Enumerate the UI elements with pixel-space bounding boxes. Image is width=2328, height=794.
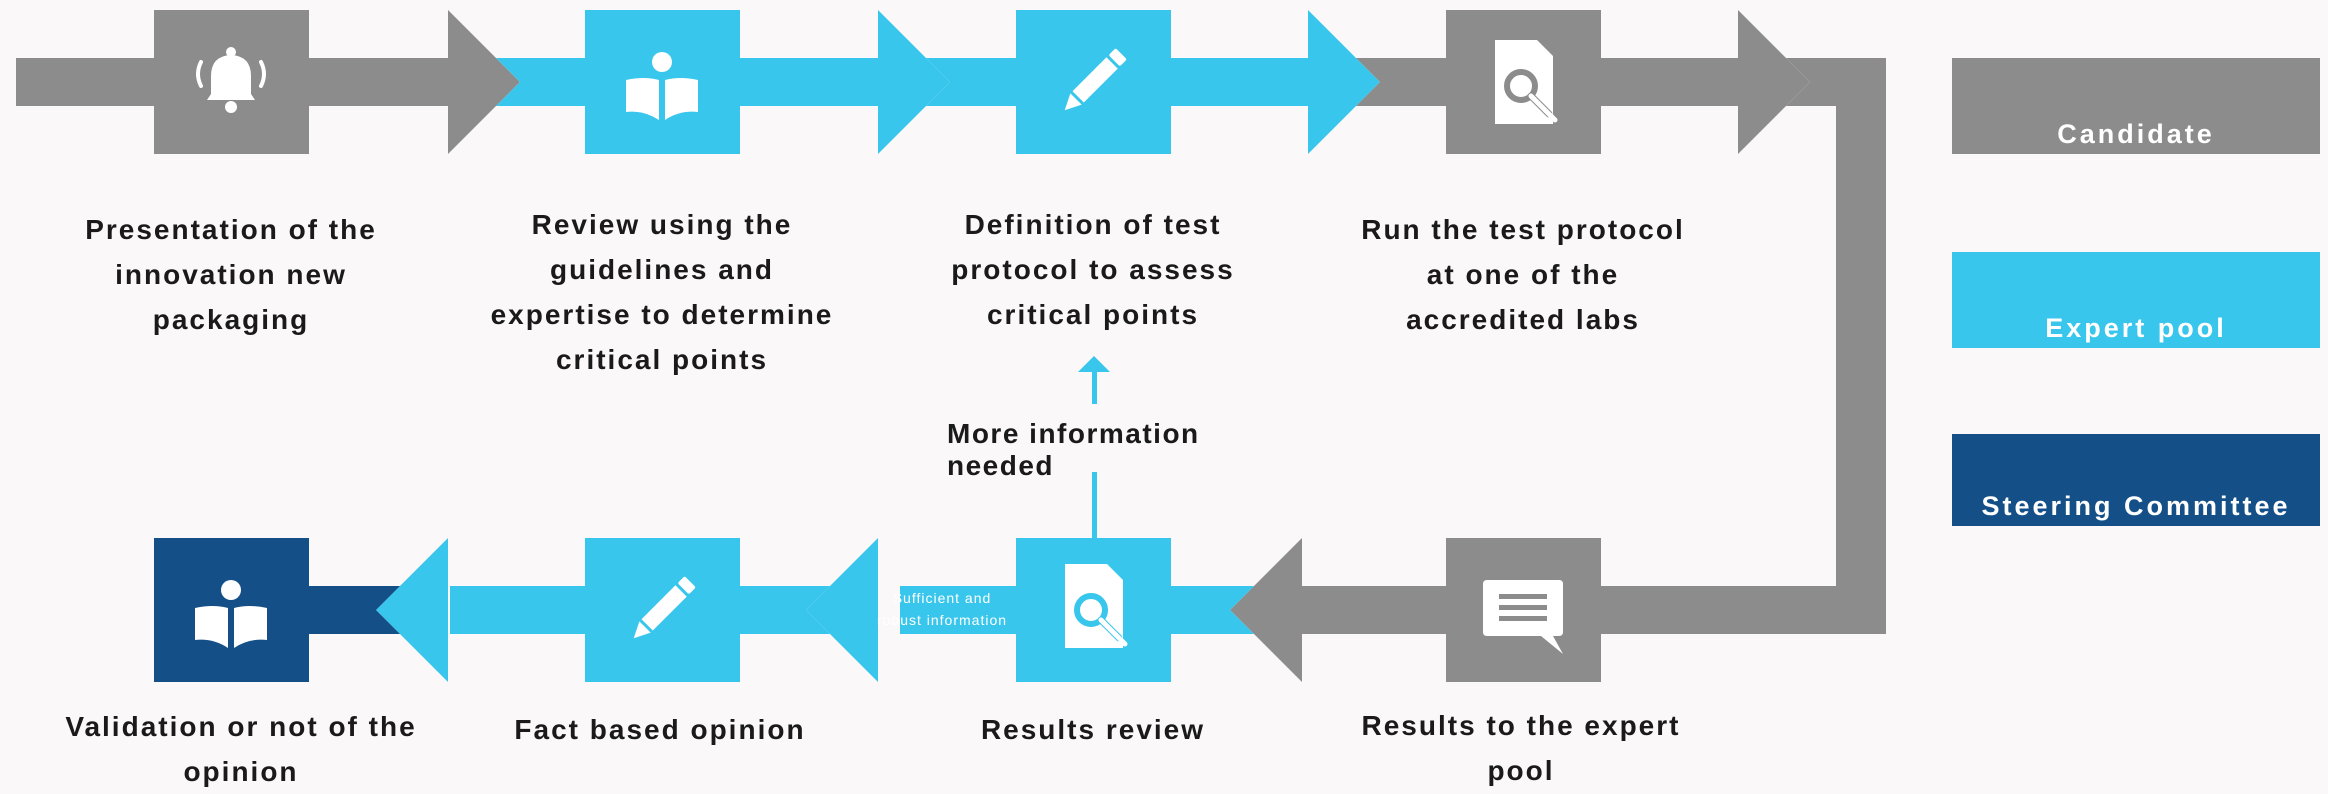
reader-icon xyxy=(195,580,267,648)
step-label-validation: Validation or not of the opinion xyxy=(31,704,451,794)
legend-expert-pool: Expert pool xyxy=(1952,252,2320,348)
label-line: Validation or not of the xyxy=(65,711,417,742)
label-line: More information xyxy=(947,418,1200,449)
arrow-head-3 xyxy=(1308,10,1380,154)
label-line: protocol to assess xyxy=(951,254,1235,285)
step-label-fact-opinion: Fact based opinion xyxy=(460,707,860,752)
step-box-validation xyxy=(154,538,309,682)
arrow-head-1 xyxy=(448,10,520,154)
feedback-line-upper xyxy=(1092,368,1097,404)
label-line: opinion xyxy=(183,756,299,787)
label-line: Run the test protocol xyxy=(1361,214,1685,245)
legend-label: Steering Committee xyxy=(1981,491,2291,521)
arrow-head-7 xyxy=(376,538,448,682)
arrow-head-6 xyxy=(806,538,878,682)
label-line: guidelines and xyxy=(549,254,775,285)
sufficient-information-label: Sufficient and robust information xyxy=(862,587,1022,631)
legend-label: Candidate xyxy=(2057,119,2215,149)
label-line: innovation new xyxy=(115,259,347,290)
arrow-head-5 xyxy=(1230,538,1302,682)
label-line: accredited labs xyxy=(1406,304,1640,335)
label-line: pool xyxy=(1487,755,1555,786)
label-line: critical points xyxy=(555,344,769,375)
bell-icon xyxy=(196,47,266,113)
step-box-review xyxy=(585,10,740,154)
pencil-icon xyxy=(633,576,696,639)
step-label-presentation: Presentation of the innovation new packa… xyxy=(31,207,431,342)
more-information-label: More information needed xyxy=(947,418,1267,482)
label-line: at one of the xyxy=(1426,259,1620,290)
document-search-icon xyxy=(1065,564,1128,648)
label-line: Results review xyxy=(980,714,1206,745)
band-segment-10 xyxy=(300,586,400,634)
label-line: robust information xyxy=(876,612,1008,628)
legend-label: Expert pool xyxy=(2045,313,2227,343)
comment-icon xyxy=(1483,580,1563,654)
label-line: needed xyxy=(947,450,1055,481)
label-line: Sufficient and xyxy=(892,590,992,606)
arrow-head-2 xyxy=(878,10,950,154)
feedback-line-lower xyxy=(1092,472,1097,538)
step-label-results-review: Results review xyxy=(893,707,1293,752)
label-line: Fact based opinion xyxy=(514,714,806,745)
step-label-review: Review using the guidelines and expertis… xyxy=(462,202,862,382)
band-segment-8 xyxy=(720,586,830,634)
label-line: critical points xyxy=(986,299,1200,330)
step-label-run: Run the test protocol at one of the accr… xyxy=(1323,207,1723,342)
legend-steering-committee: Steering Committee xyxy=(1952,434,2320,526)
feedback-arrowhead xyxy=(1078,356,1110,372)
label-line: packaging xyxy=(152,304,310,335)
label-line: expertise to determine xyxy=(490,299,834,330)
reader-icon xyxy=(626,52,698,120)
legend-candidate: Candidate xyxy=(1952,58,2320,154)
document-search-icon xyxy=(1495,40,1558,124)
step-label-results-to-pool: Results to the expert pool xyxy=(1321,703,1721,793)
label-line: Results to the expert xyxy=(1361,710,1681,741)
step-label-definition: Definition of test protocol to assess cr… xyxy=(893,202,1293,337)
pencil-icon xyxy=(1064,48,1127,111)
label-line: Presentation of the xyxy=(85,214,377,245)
label-line: Definition of test xyxy=(964,209,1222,240)
band-segment-6 xyxy=(1150,586,1254,634)
arrow-head-4 xyxy=(1738,10,1810,154)
label-line: Review using the xyxy=(531,209,793,240)
